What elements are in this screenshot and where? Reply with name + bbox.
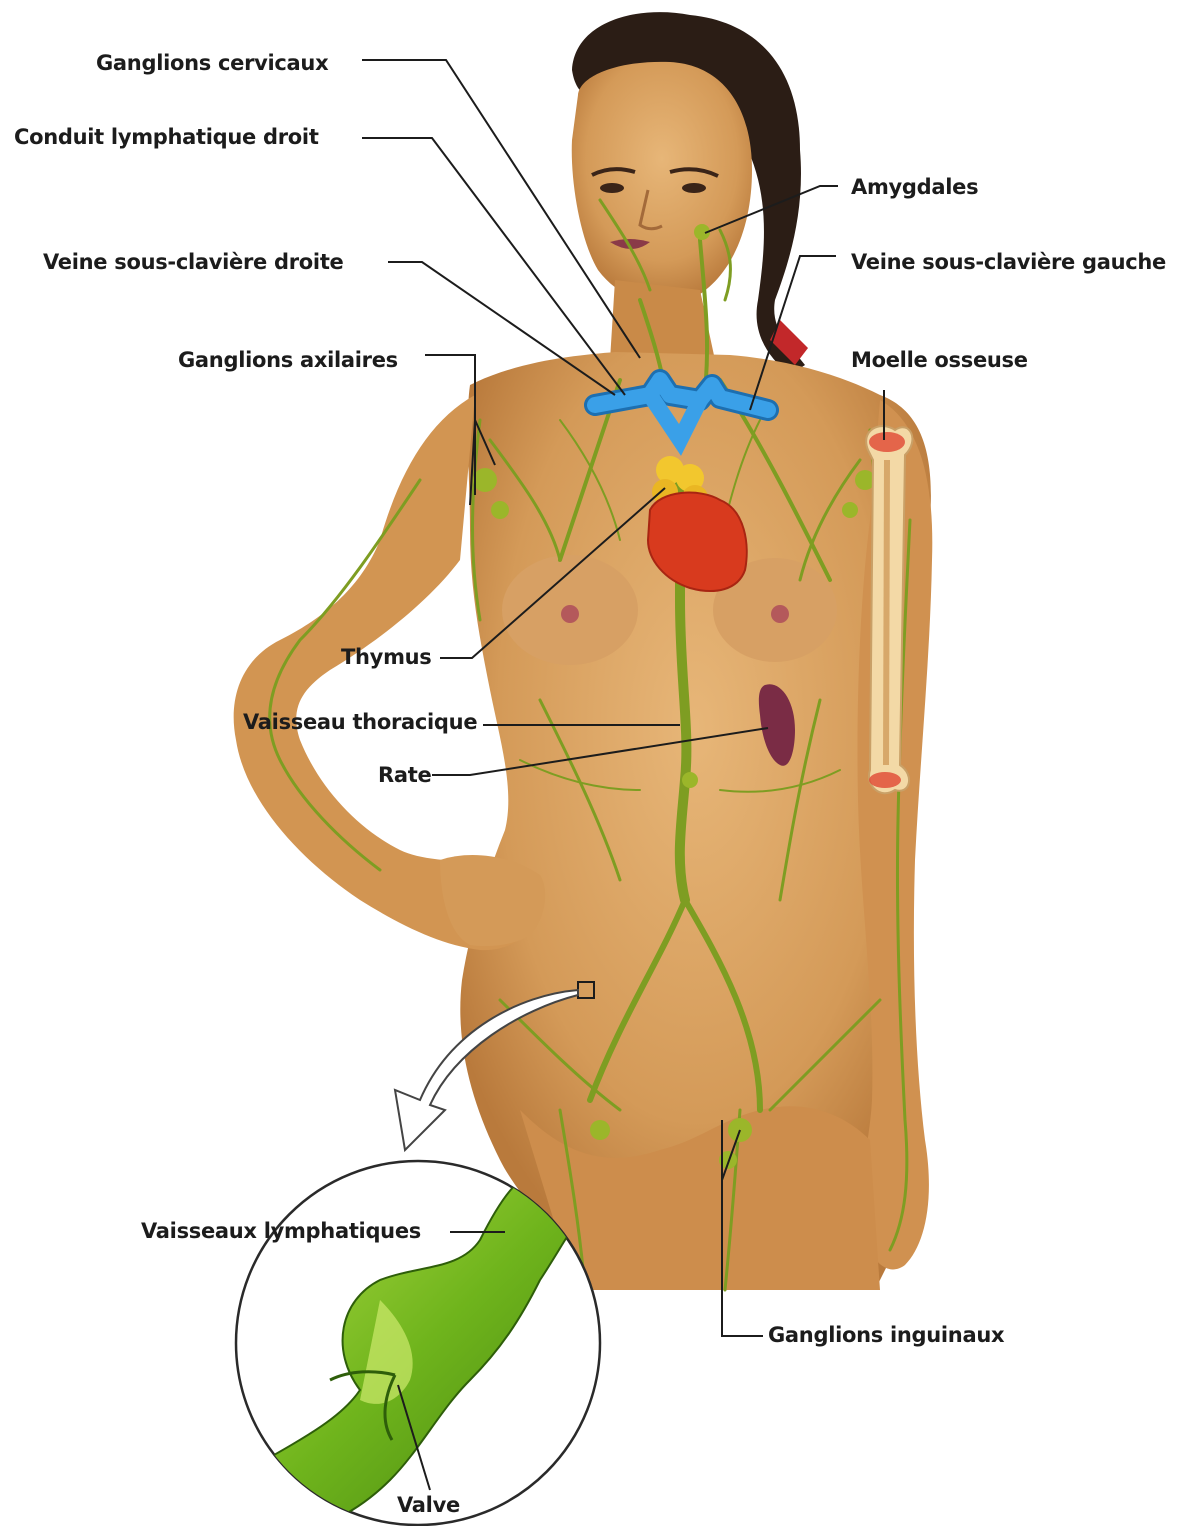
head xyxy=(572,62,752,305)
label-vaisseau-thoracique: Vaisseau thoracique xyxy=(243,709,477,735)
inset-magnified-vessel xyxy=(230,1161,600,1526)
neck xyxy=(610,280,715,360)
label-conduit-lymphatique-droit: Conduit lymphatique droit xyxy=(14,124,319,150)
label-valve: Valve xyxy=(397,1492,460,1518)
label-vaisseaux-lymphatiques: Vaisseaux lymphatiques xyxy=(141,1218,421,1244)
label-amygdales: Amygdales xyxy=(851,174,978,200)
label-veine-sous-claviere-droite: Veine sous-clavière droite xyxy=(43,249,344,275)
label-ganglions-cervicaux: Ganglions cervicaux xyxy=(96,50,328,76)
label-ganglions-inguinaux: Ganglions inguinaux xyxy=(768,1322,1004,1348)
label-ganglions-axillaires: Ganglions axilaires xyxy=(178,347,398,373)
label-veine-sous-claviere-gauche: Veine sous-clavière gauche xyxy=(851,249,1166,275)
label-moelle-osseuse: Moelle osseuse xyxy=(851,347,1028,373)
label-rate: Rate xyxy=(378,762,431,788)
label-thymus: Thymus xyxy=(341,644,432,670)
body-silhouette xyxy=(234,12,933,1290)
